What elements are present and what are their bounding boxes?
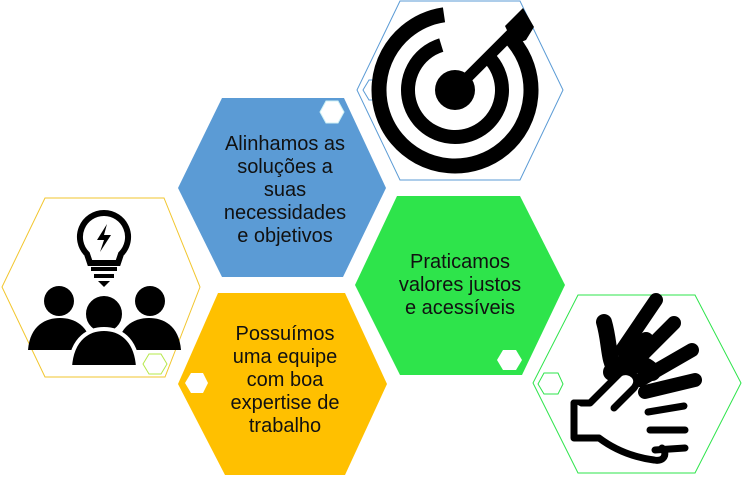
idea-team-hexagon bbox=[1, 197, 201, 378]
green-hexagon-text: Praticamos valores justos e acessíveis bbox=[375, 235, 545, 335]
sign-language-hands-icon bbox=[570, 293, 702, 464]
yellow-hexagon-text: Possuímos uma equipe com boa expertise d… bbox=[200, 315, 370, 445]
blue-hexagon-label: Alinhamos as soluções a suas necessidade… bbox=[223, 132, 347, 247]
small-hex-marker bbox=[142, 353, 168, 375]
blue-hexagon bbox=[178, 98, 386, 277]
small-hex-marker bbox=[497, 350, 522, 370]
green-hexagon bbox=[355, 196, 565, 375]
blue-hexagon-text: Alinhamos as soluções a suas necessidade… bbox=[200, 120, 370, 260]
small-hex-marker bbox=[537, 372, 564, 395]
small-hex-marker bbox=[319, 100, 345, 124]
small-hex-marker bbox=[185, 373, 208, 393]
yellow-hexagon bbox=[178, 293, 387, 475]
hands-hexagon bbox=[532, 293, 742, 474]
yellow-hexagon-label: Possuímos uma equipe com boa expertise d… bbox=[230, 322, 340, 437]
green-hexagon-label: Praticamos valores justos e acessíveis bbox=[398, 250, 522, 319]
target-hexagon bbox=[356, 0, 564, 181]
target-with-arrow-icon bbox=[371, 6, 539, 174]
lightbulb-team-icon bbox=[28, 209, 181, 369]
